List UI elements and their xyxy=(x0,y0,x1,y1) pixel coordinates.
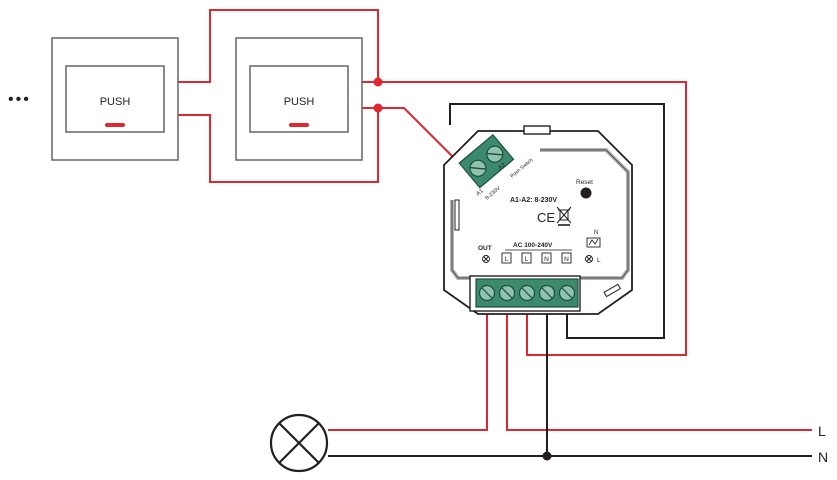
wire-switch1-switch2-top xyxy=(178,9,379,83)
antenna-n-label: N xyxy=(594,230,598,236)
push-switch-1[interactable]: PUSH xyxy=(51,37,179,161)
terminal-label-1: L xyxy=(505,256,509,263)
wire-l-to-live xyxy=(506,310,812,431)
junction-dot-bottom xyxy=(373,103,383,113)
antenna-l-label: L xyxy=(597,257,601,264)
controller-module: A1 A2 8-230V Push Switch Reset A1-A2: 8-… xyxy=(443,125,633,315)
live-line-label: L xyxy=(818,423,826,439)
terminal-label-3: N xyxy=(544,256,549,263)
input-a2-label: A2 xyxy=(497,162,507,172)
push-switch-2-label: PUSH xyxy=(284,96,315,108)
terminal-label-2: L xyxy=(525,256,529,263)
ellipsis: ••• xyxy=(8,91,31,108)
module-left-clip xyxy=(454,199,460,231)
wire-out-to-lamp xyxy=(328,310,488,431)
reset-label: Reset xyxy=(576,179,593,186)
terminal-label-4: N xyxy=(564,256,569,263)
module-top-clip xyxy=(523,125,551,135)
ac-voltage-label: AC 100-240V xyxy=(513,242,553,249)
reset-button[interactable] xyxy=(580,187,592,199)
push-switch-2-indicator xyxy=(289,123,309,127)
antenna-wave-icon xyxy=(588,238,599,246)
push-switch-2[interactable]: PUSH xyxy=(235,37,363,161)
weee-bin-icon xyxy=(556,206,572,226)
push-switch-1-label: PUSH xyxy=(100,96,131,108)
input-voltage-label: A1-A2: 8-230V xyxy=(510,197,557,204)
ce-mark: CE xyxy=(537,210,555,225)
wire-switch1-switch2-bottom xyxy=(178,108,379,183)
neutral-wires xyxy=(328,103,812,457)
out-label: OUT xyxy=(478,245,492,252)
push-switch-1-indicator xyxy=(105,123,125,127)
out-cross-icon xyxy=(482,255,490,263)
module-right-clip xyxy=(603,283,622,298)
wire-to-module-input xyxy=(356,107,469,173)
output-terminal-block[interactable] xyxy=(469,275,581,312)
lamp-icon xyxy=(269,413,329,473)
input-terminal-block[interactable] xyxy=(458,133,515,189)
wire-top-to-right xyxy=(356,81,687,356)
antenna-cross-icon xyxy=(585,255,593,263)
junction-dot-top xyxy=(373,77,383,87)
terminal-label-boxes xyxy=(501,252,572,264)
live-wires xyxy=(178,9,812,431)
neutral-line-label: N xyxy=(818,449,828,465)
neutral-junction-dot xyxy=(542,451,552,461)
input-a1-label: A1 xyxy=(475,188,485,198)
wire-n-loop xyxy=(449,103,665,339)
